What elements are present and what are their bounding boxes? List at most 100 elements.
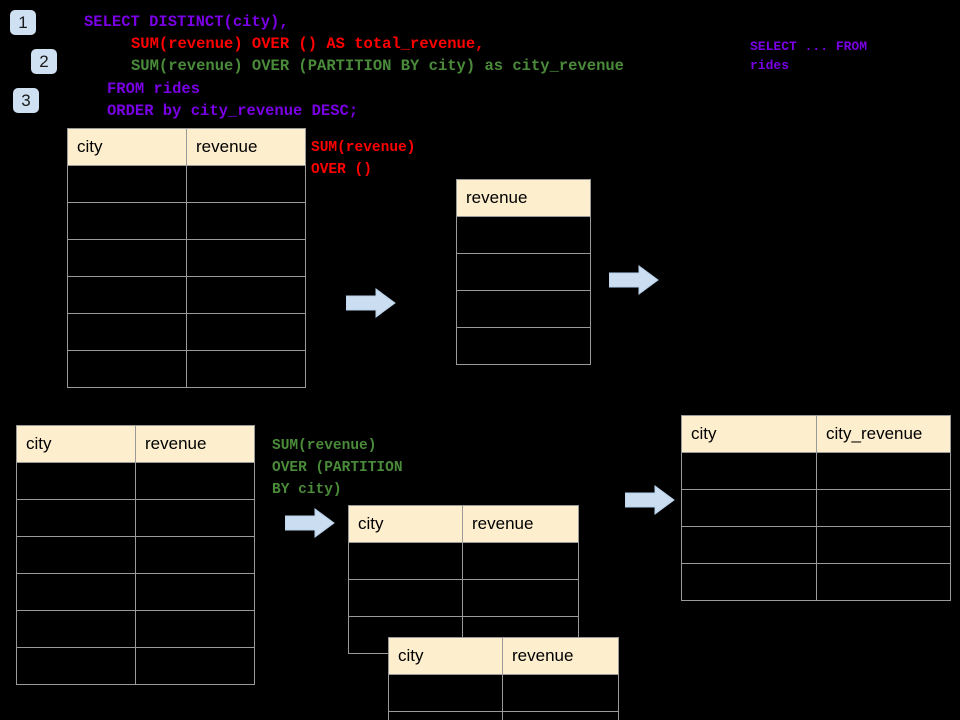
table-row bbox=[456, 253, 591, 291]
cell-revenue bbox=[135, 536, 255, 574]
table-partition-group-b: city revenue bbox=[388, 637, 619, 720]
cell-city bbox=[67, 313, 187, 351]
table-row bbox=[348, 579, 579, 617]
cell-city bbox=[16, 462, 136, 500]
table-row bbox=[456, 216, 591, 254]
table-result: city city_revenue bbox=[681, 415, 951, 601]
table-row bbox=[67, 276, 306, 314]
cell-city bbox=[16, 647, 136, 685]
table-row bbox=[16, 573, 255, 611]
table-header-row: revenue bbox=[456, 179, 591, 217]
cell-revenue bbox=[462, 542, 579, 580]
cell-revenue bbox=[502, 674, 619, 712]
table-source-bottom: city revenue bbox=[16, 425, 255, 685]
cell-city bbox=[16, 499, 136, 537]
cell-city bbox=[681, 452, 817, 490]
table-source-top: city revenue bbox=[67, 128, 306, 388]
arrow-source-to-revenue bbox=[346, 288, 396, 318]
arrow-revenue-to-result bbox=[609, 265, 659, 295]
column-header-city: city bbox=[388, 637, 503, 675]
cell-city bbox=[348, 542, 463, 580]
table-row bbox=[67, 350, 306, 388]
cell-revenue bbox=[186, 313, 306, 351]
cell-city bbox=[681, 563, 817, 601]
table-row bbox=[67, 165, 306, 203]
cell-revenue bbox=[186, 350, 306, 388]
cell-revenue bbox=[135, 573, 255, 611]
cell-city-revenue bbox=[816, 563, 951, 601]
cell-city bbox=[388, 711, 503, 720]
table-row bbox=[348, 542, 579, 580]
table-row bbox=[681, 489, 951, 527]
cell-city bbox=[16, 610, 136, 648]
cell-city-revenue bbox=[816, 526, 951, 564]
table-header-row: city city_revenue bbox=[681, 415, 951, 453]
table-row bbox=[16, 610, 255, 648]
cell-revenue bbox=[135, 462, 255, 500]
sql-line-order-by: ORDER by city_revenue DESC; bbox=[107, 102, 359, 120]
sql-line-sum-over-empty: SUM(revenue) OVER () AS total_revenue, bbox=[131, 35, 485, 53]
cell-revenue bbox=[135, 499, 255, 537]
cell-city bbox=[67, 276, 187, 314]
cell-revenue bbox=[456, 327, 591, 365]
table-row bbox=[67, 239, 306, 277]
cell-revenue bbox=[456, 216, 591, 254]
table-row bbox=[681, 563, 951, 601]
cell-revenue bbox=[186, 276, 306, 314]
annotation-sum-over-partition: SUM(revenue) OVER (PARTITION BY city) bbox=[272, 438, 403, 498]
cell-revenue bbox=[502, 711, 619, 720]
cell-revenue bbox=[135, 647, 255, 685]
table-header-row: city revenue bbox=[388, 637, 619, 675]
column-header-revenue: revenue bbox=[135, 425, 255, 463]
table-row bbox=[456, 290, 591, 328]
table-row bbox=[388, 674, 619, 712]
table-header-row: city revenue bbox=[16, 425, 255, 463]
step-badge-1: 1 bbox=[10, 10, 36, 35]
sql-line-from-rides: FROM rides bbox=[107, 80, 201, 98]
column-header-city: city bbox=[681, 415, 817, 453]
cell-revenue bbox=[186, 239, 306, 277]
annotation-select-from-rides: SELECT ... FROM rides bbox=[750, 39, 868, 73]
column-header-revenue: revenue bbox=[502, 637, 619, 675]
table-row bbox=[16, 462, 255, 500]
table-row bbox=[67, 313, 306, 351]
table-header-row: city revenue bbox=[348, 505, 579, 543]
column-header-revenue: revenue bbox=[462, 505, 579, 543]
table-row bbox=[16, 499, 255, 537]
column-header-revenue: revenue bbox=[186, 128, 306, 166]
arrow-source-to-partition bbox=[285, 508, 335, 538]
cell-revenue bbox=[462, 579, 579, 617]
step-badge-2: 2 bbox=[31, 49, 57, 74]
column-header-city: city bbox=[16, 425, 136, 463]
table-row bbox=[67, 202, 306, 240]
annotation-sum-over-empty: SUM(revenue) OVER () bbox=[311, 140, 416, 178]
cell-revenue bbox=[456, 290, 591, 328]
cell-city-revenue bbox=[816, 489, 951, 527]
cell-city bbox=[16, 573, 136, 611]
cell-city bbox=[348, 579, 463, 617]
column-header-city-revenue: city_revenue bbox=[816, 415, 951, 453]
column-header-city: city bbox=[67, 128, 187, 166]
cell-city bbox=[16, 536, 136, 574]
cell-city bbox=[67, 350, 187, 388]
cell-city bbox=[681, 526, 817, 564]
table-header-row: city revenue bbox=[67, 128, 306, 166]
cell-city bbox=[67, 202, 187, 240]
table-partition-group-a: city revenue bbox=[348, 505, 579, 654]
column-header-city: city bbox=[348, 505, 463, 543]
column-header-revenue: revenue bbox=[456, 179, 591, 217]
table-row bbox=[456, 327, 591, 365]
cell-city bbox=[67, 239, 187, 277]
sql-line-sum-over-partition: SUM(revenue) OVER (PARTITION BY city) as… bbox=[131, 57, 624, 75]
table-revenue-only: revenue bbox=[456, 179, 591, 365]
cell-revenue bbox=[456, 253, 591, 291]
cell-revenue bbox=[135, 610, 255, 648]
table-row bbox=[681, 526, 951, 564]
sql-line-select-distinct: SELECT DISTINCT(city), bbox=[84, 13, 289, 31]
cell-city-revenue bbox=[816, 452, 951, 490]
table-row bbox=[16, 647, 255, 685]
step-badge-3: 3 bbox=[13, 88, 39, 113]
table-row bbox=[388, 711, 619, 720]
cell-revenue bbox=[186, 202, 306, 240]
